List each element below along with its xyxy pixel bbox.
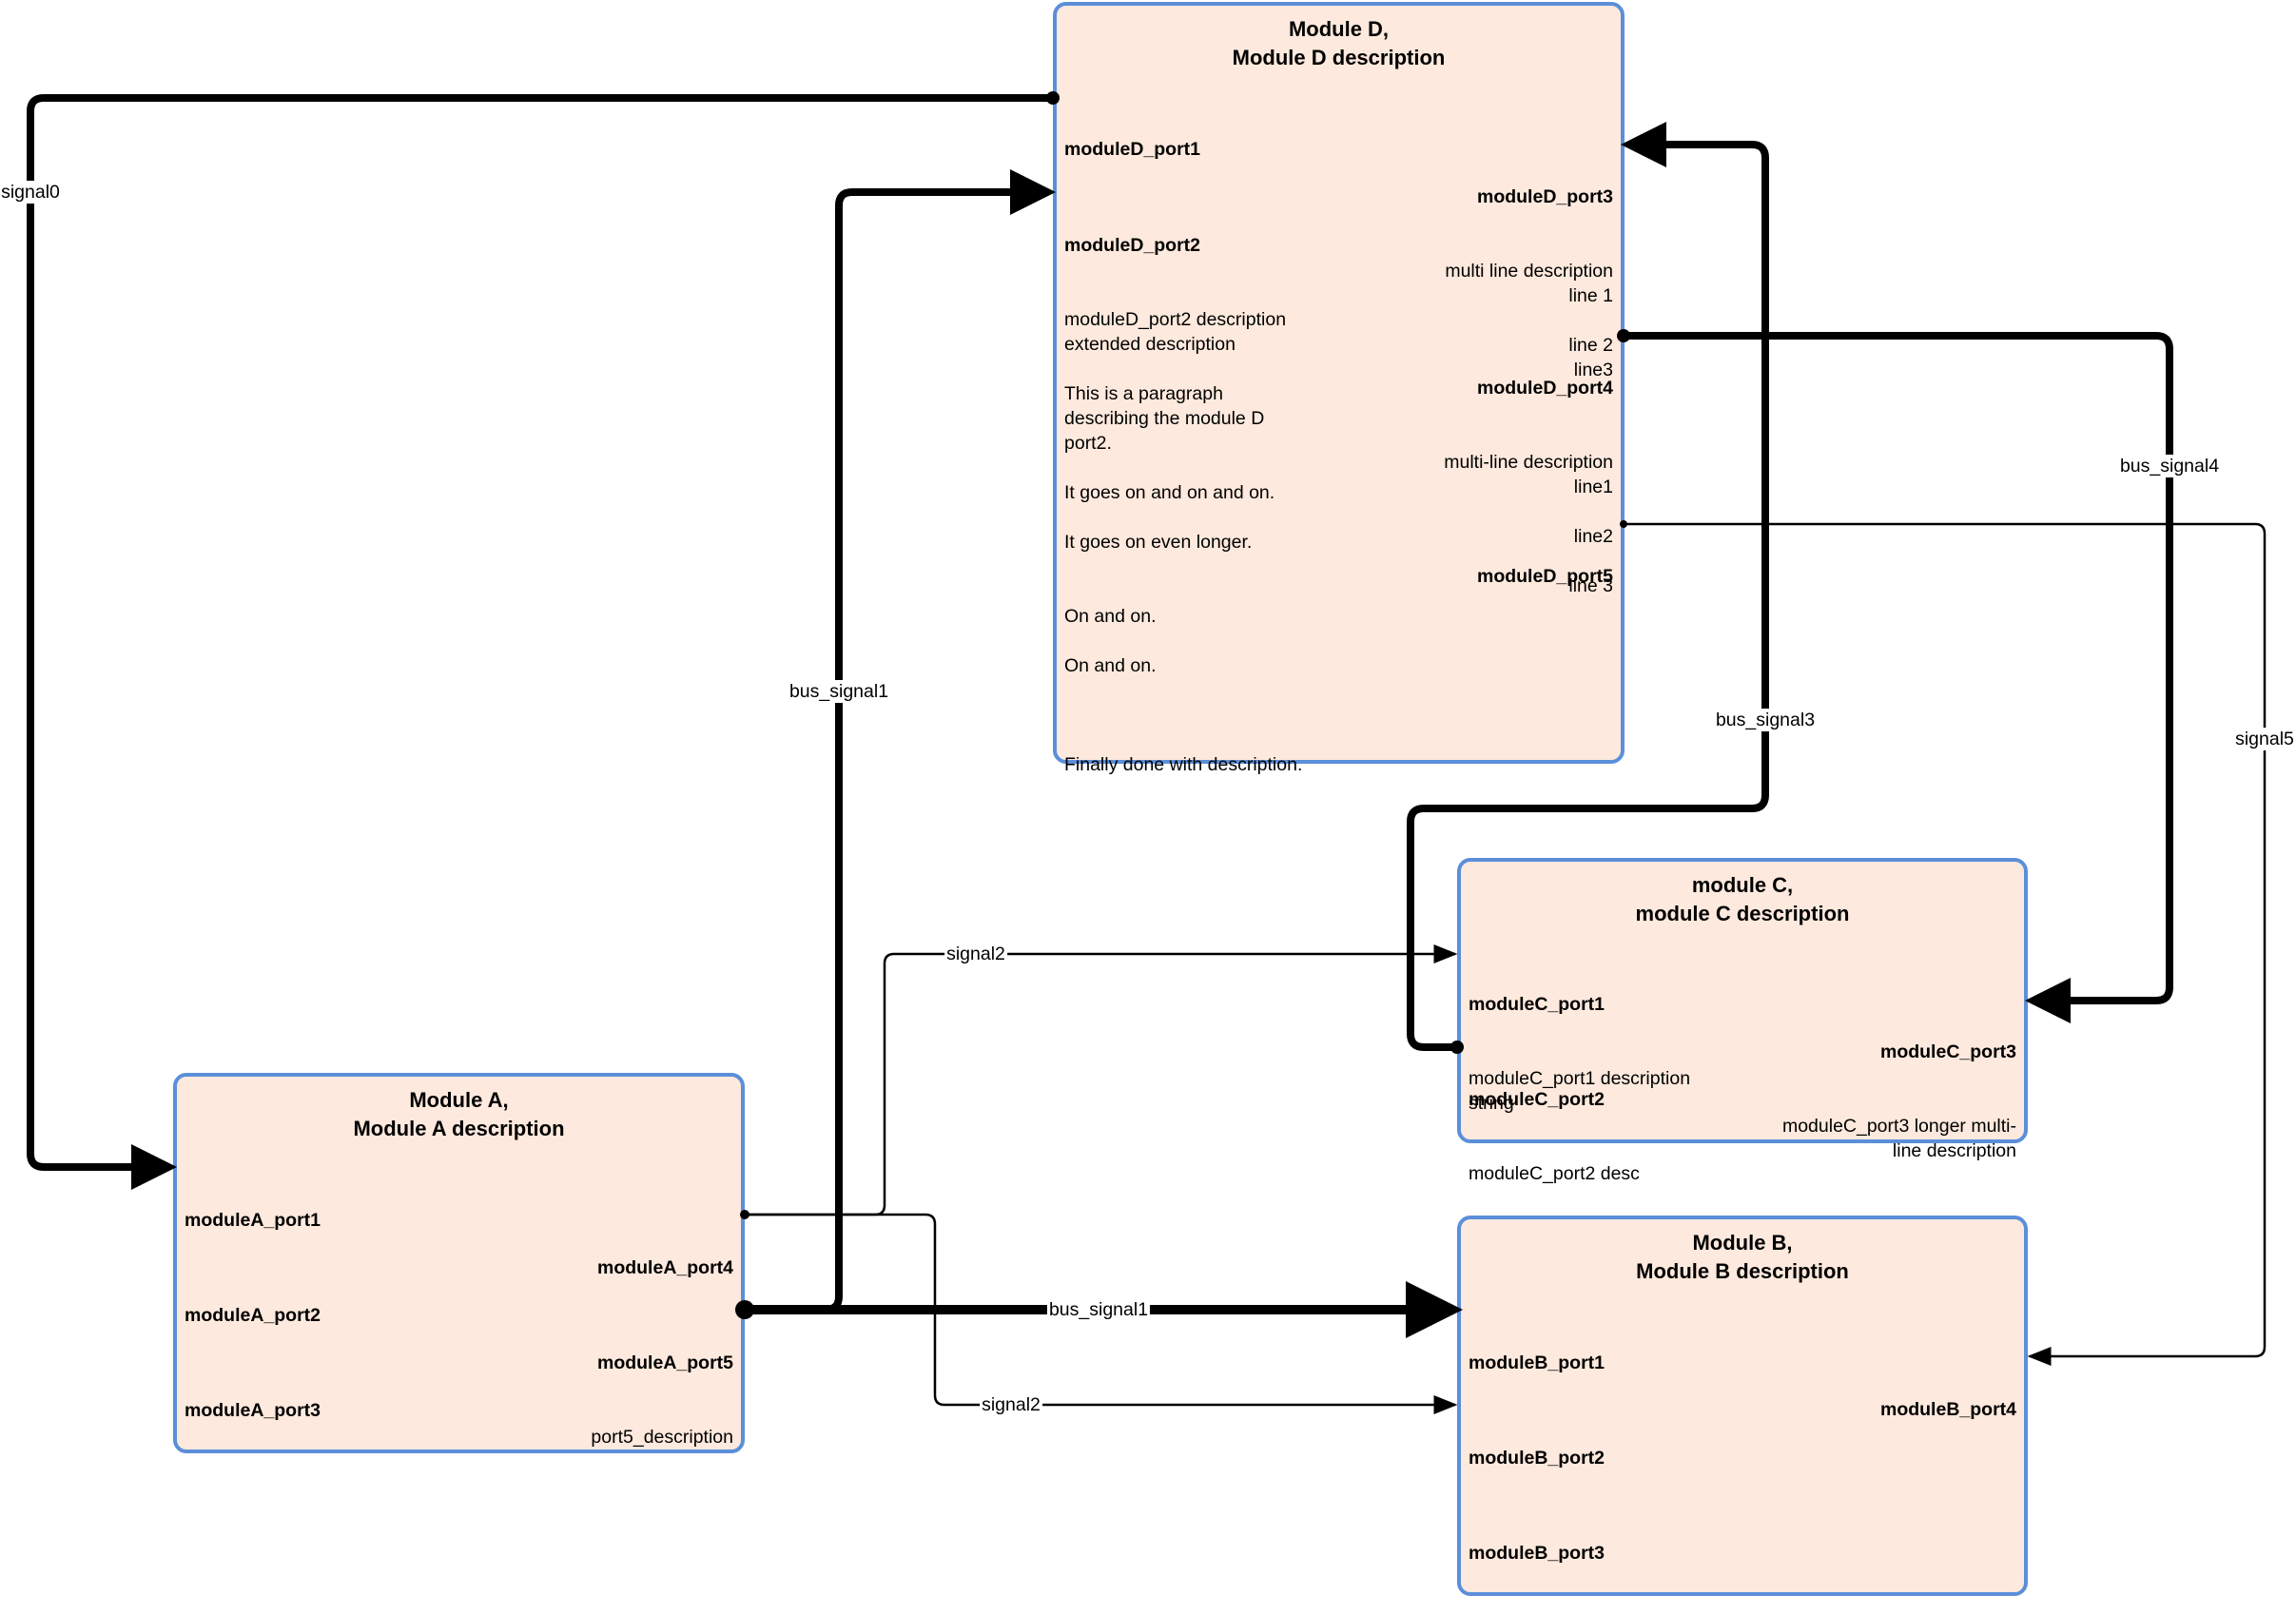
port-name: moduleA_port2 — [185, 1305, 321, 1326]
module-c[interactable]: module C, module C description moduleC_p… — [1457, 858, 2028, 1184]
port-name: moduleB_port3 — [1469, 1543, 1605, 1564]
port-name: moduleA_port4 — [596, 1257, 733, 1278]
module-a-title: Module A, — [409, 1088, 509, 1112]
wire-label-bus-signal4: bus_signal4 — [2117, 455, 2222, 477]
wire-label-bus-signal1-lower: bus_signal1 — [1046, 1298, 1151, 1321]
module-b-subtitle: Module B description — [1636, 1259, 1849, 1283]
port-description: port5_description — [591, 1427, 733, 1448]
port-moduleB-port3[interactable]: moduleB_port3 — [1469, 1491, 1605, 1615]
port-description: moduleC_port2 desc — [1469, 1163, 1640, 1184]
port-description: moduleD_port2 description extended descr… — [1064, 309, 1303, 775]
wire-label-signal2-lower: signal2 — [980, 1393, 1042, 1416]
wire-signal0[interactable] — [27, 94, 1053, 1190]
port-moduleA-port4[interactable]: moduleA_port4 — [597, 1206, 733, 1330]
module-d-title: Module D, — [1288, 17, 1390, 41]
module-d-subtitle: Module D description — [1232, 46, 1446, 69]
port-moduleD-port1[interactable]: moduleD_port1 — [1064, 88, 1200, 211]
port-name: moduleA_port1 — [185, 1210, 321, 1231]
module-b[interactable]: Module B, Module B description moduleB_p… — [1457, 1216, 2028, 1596]
wire-label-signal0: signal0 — [0, 181, 62, 204]
port-name: moduleA_port3 — [185, 1400, 321, 1421]
wire-label-bus-signal1-upper: bus_signal1 — [787, 680, 891, 703]
port-moduleD-port2[interactable]: moduleD_port2 moduleD_port2 description … — [1064, 184, 1302, 827]
port-moduleA-port2[interactable]: moduleA_port2 — [185, 1254, 321, 1377]
port-name: moduleA_port5 — [596, 1352, 733, 1373]
module-c-title: module C, — [1691, 873, 1794, 897]
wire-signal2-to-C[interactable] — [745, 944, 1458, 1216]
wire-label-signal2-upper: signal2 — [944, 943, 1007, 965]
port-name: moduleD_port3 — [1476, 186, 1613, 207]
port-moduleB-port1[interactable]: moduleB_port1 — [1469, 1301, 1605, 1425]
port-name: moduleB_port1 — [1469, 1352, 1605, 1373]
port-description: moduleC_port3 longer multi- line descrip… — [1781, 1116, 2016, 1161]
port-moduleB-port4[interactable]: moduleB_port4 — [1880, 1348, 2016, 1471]
port-moduleA-port5[interactable]: moduleA_port5 port5_description — [591, 1301, 733, 1499]
wire-bus-signal1-to-D[interactable] — [745, 169, 1056, 1313]
port-name: moduleD_port5 — [1476, 566, 1613, 587]
port-moduleC-port2[interactable]: moduleC_port2 moduleC_port2 desc — [1469, 1038, 1640, 1236]
port-moduleA-port3[interactable]: moduleA_port3 — [185, 1349, 321, 1472]
module-a[interactable]: Module A, Module A description moduleA_p… — [173, 1073, 745, 1453]
module-d[interactable]: Module D, Module D description moduleD_p… — [1053, 2, 1625, 775]
port-name: moduleD_port2 — [1064, 235, 1201, 256]
wire-label-signal5: signal5 — [2233, 728, 2296, 750]
port-name: moduleD_port1 — [1064, 139, 1201, 160]
module-c-subtitle: module C description — [1635, 902, 1850, 925]
port-name: moduleD_port4 — [1476, 378, 1613, 399]
port-name: moduleB_port2 — [1469, 1448, 1605, 1469]
port-moduleA-port1[interactable]: moduleA_port1 — [185, 1158, 321, 1282]
port-moduleC-port3[interactable]: moduleC_port3 moduleC_port3 longer multi… — [1782, 990, 2016, 1213]
port-moduleD-port5[interactable]: moduleD_port5 — [1477, 515, 1613, 638]
module-a-subtitle: Module A description — [353, 1117, 565, 1140]
module-b-title: Module B, — [1692, 1231, 1793, 1255]
port-name: moduleC_port3 — [1879, 1041, 2016, 1062]
port-name: moduleB_port4 — [1879, 1399, 2016, 1420]
port-moduleB-port2[interactable]: moduleB_port2 — [1469, 1396, 1605, 1520]
wire-label-bus-signal3: bus_signal3 — [1713, 709, 1818, 731]
port-name: moduleC_port2 — [1469, 1089, 1605, 1110]
port-name: moduleC_port1 — [1469, 994, 1605, 1015]
